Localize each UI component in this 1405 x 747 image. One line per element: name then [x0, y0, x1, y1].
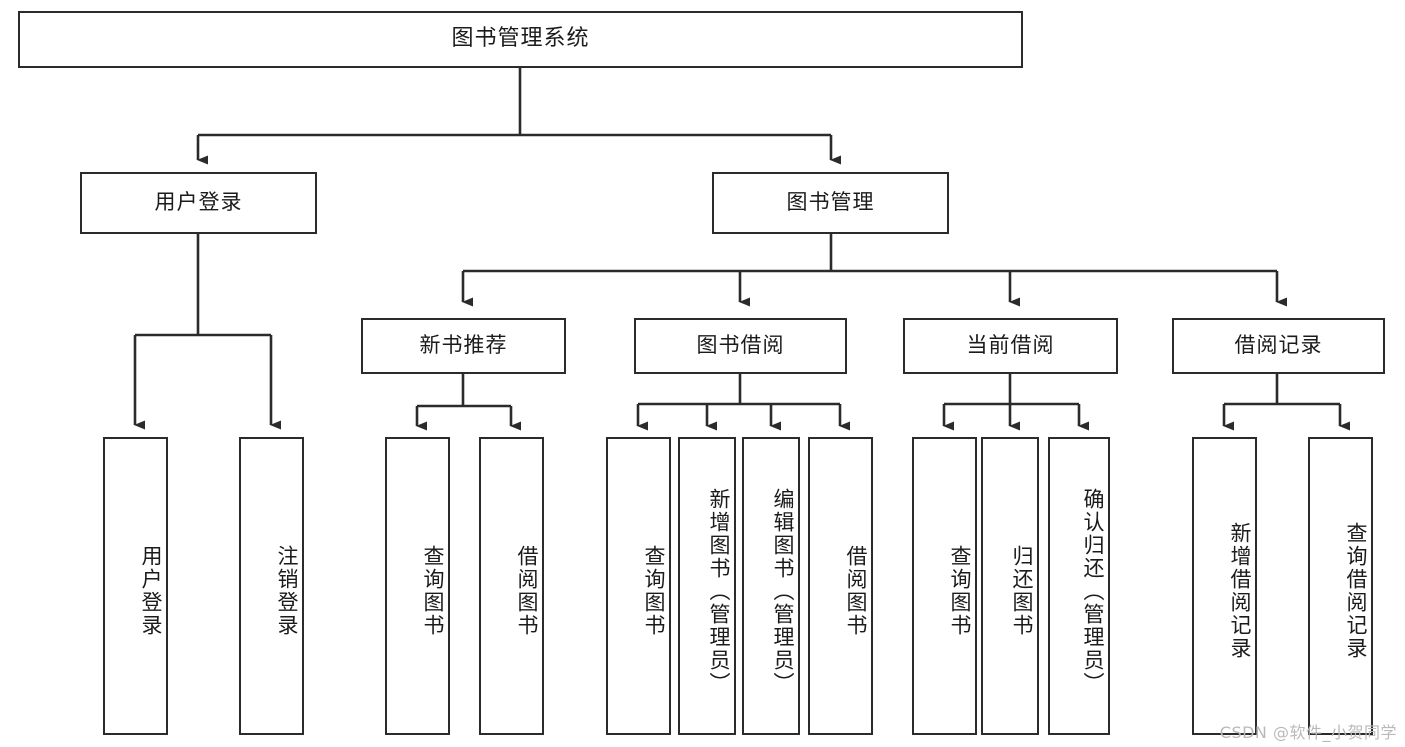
node-book-management[interactable]: 图书管理	[712, 172, 949, 234]
leaf-borrow-record-add[interactable]: 新增借阅记录	[1192, 437, 1257, 735]
node-book-borrow[interactable]: 图书借阅	[634, 318, 847, 374]
leaf-current-borrow-return[interactable]: 归还图书	[981, 437, 1039, 735]
leaf-current-borrow-query[interactable]: 查询图书	[912, 437, 977, 735]
leaf-book-borrow-query[interactable]: 查询图书	[606, 437, 671, 735]
node-label: 图书管理系统	[451, 26, 590, 52]
watermark-text: CSDN @软件_小贺同学	[1219, 723, 1397, 742]
leaf-new-book-borrow[interactable]: 借阅图书	[479, 437, 544, 735]
node-label: 图书管理	[786, 190, 875, 215]
node-label: 用户登录	[154, 190, 243, 215]
node-label: 查询图书	[421, 545, 445, 637]
node-user-login[interactable]: 用户登录	[80, 172, 317, 234]
node-label: 归还图书	[1010, 545, 1034, 637]
node-new-book-recommend[interactable]: 新书推荐	[361, 318, 566, 374]
node-label: 借阅图书	[844, 545, 868, 637]
node-current-borrow[interactable]: 当前借阅	[903, 318, 1118, 374]
leaf-current-borrow-confirm-return[interactable]: 确认归还（管理员）	[1048, 437, 1110, 735]
node-label: 用户登录	[139, 545, 163, 637]
leaf-borrow-record-query[interactable]: 查询借阅记录	[1308, 437, 1373, 735]
node-borrow-record[interactable]: 借阅记录	[1172, 318, 1385, 374]
node-label: 确认归还（管理员）	[1081, 487, 1105, 695]
leaf-user-login-signout[interactable]: 注销登录	[239, 437, 304, 735]
node-root-system[interactable]: 图书管理系统	[18, 11, 1023, 68]
leaf-user-login-signin[interactable]: 用户登录	[103, 437, 168, 735]
node-label: 借阅图书	[515, 545, 539, 637]
leaf-new-book-query[interactable]: 查询图书	[385, 437, 450, 735]
leaf-book-borrow-borrow[interactable]: 借阅图书	[808, 437, 873, 735]
node-label: 借阅记录	[1234, 333, 1323, 358]
node-label: 查询图书	[642, 545, 666, 637]
leaf-book-borrow-add[interactable]: 新增图书（管理员）	[678, 437, 736, 735]
node-label: 新增图书（管理员）	[707, 487, 731, 695]
node-label: 图书借阅	[696, 333, 785, 358]
node-label: 注销登录	[275, 545, 299, 637]
node-label: 当前借阅	[966, 333, 1055, 358]
node-label: 编辑图书（管理员）	[771, 487, 795, 695]
node-label: 查询借阅记录	[1344, 522, 1368, 660]
leaf-book-borrow-edit[interactable]: 编辑图书（管理员）	[742, 437, 800, 735]
node-label: 新增借阅记录	[1228, 522, 1252, 660]
node-label: 查询图书	[948, 545, 972, 637]
node-label: 新书推荐	[419, 333, 508, 358]
